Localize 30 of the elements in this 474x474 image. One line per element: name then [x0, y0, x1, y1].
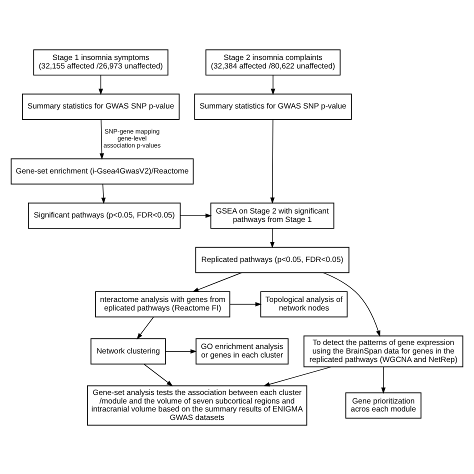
arrow	[101, 183, 106, 204]
node-box: GO enrichment analysis or genes in each cluster	[196, 338, 289, 364]
arrow	[381, 366, 386, 394]
arrow	[136, 316, 154, 339]
arrow	[144, 363, 173, 386]
arrow	[230, 302, 262, 306]
arrow	[192, 272, 242, 292]
node-box: Summary statistics for GWAS SNP p-value	[194, 93, 352, 120]
arrow	[322, 272, 380, 336]
arrow	[270, 118, 275, 204]
node-box: Network clustering	[90, 338, 166, 364]
node-box: Stage 2 insomnia complaints (32,384 affected /80,622 unaffected)	[205, 48, 341, 76]
node-box: Gene-set analysis tests the association between each cluster /module and the volume of seven subcortical regions and intracranial volume based on the summary results of ENIGMA GWAS datasets	[87, 384, 308, 426]
arrow	[270, 228, 275, 248]
node-box: Stage 1 insomnia symptoms (32,155 affected /26,973 unaffected)	[33, 48, 168, 76]
arrow	[270, 74, 276, 95]
node-box: Gene prioritization acros each module	[345, 392, 422, 418]
node-box: Topological analysis of network nodes	[260, 290, 348, 317]
arrow	[165, 348, 197, 354]
node-box: Significant pathways (p<0.05, FDR<0.05)	[28, 202, 181, 228]
node-box: nteractome analysis with genes from eplicated pathways (Reactome FI)	[95, 290, 230, 317]
arrow	[98, 74, 104, 95]
node-box: Replicated pathways (p<0.05, FDR<0.05)	[195, 246, 350, 273]
node-box: To detect the patterns of gene expression using the BrainSpan data for genes in the replicated pathways (WGCNA and NetRep)	[304, 335, 464, 367]
node-box: Gene-set enrichment (i-Gsea4GwasV2)/Reactome	[10, 158, 194, 184]
arrow	[100, 118, 104, 160]
node-box: GSEA on Stage 2 with significant pathways from Stage 1	[210, 202, 334, 228]
arrow	[263, 366, 332, 386]
node-box: Summary statistics for GWAS SNP p-value	[22, 93, 180, 120]
arrow	[180, 212, 212, 218]
